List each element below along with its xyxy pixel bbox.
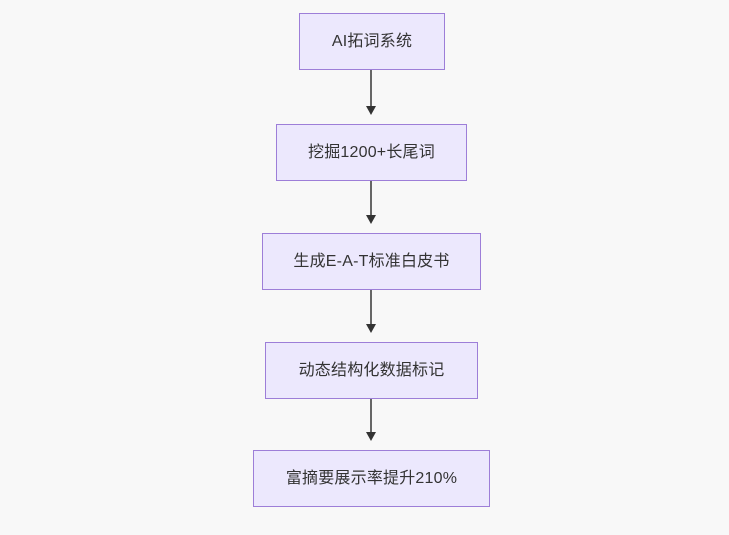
flowchart-node-label: AI拓词系统 [331,32,413,50]
flowchart-node-n5[interactable]: 富摘要展示率提升210% [253,450,490,507]
arrow-head-icon [366,215,376,224]
arrow-head-icon [366,106,376,115]
edge-line [370,399,372,433]
flowchart-node-label: 挖掘1200+长尾词 [308,143,435,161]
edge-line [370,70,372,107]
flowchart-node-label: 生成E-A-T标准白皮书 [293,252,450,270]
flowchart-node-label: 富摘要展示率提升210% [285,469,458,487]
flowchart-node-label: 动态结构化数据标记 [298,361,445,379]
flowchart-node-n2[interactable]: 挖掘1200+长尾词 [276,124,467,181]
flowchart-node-n4[interactable]: 动态结构化数据标记 [265,342,478,399]
edge-line [370,181,372,216]
edge-line [370,290,372,325]
flowchart-node-n1[interactable]: AI拓词系统 [299,13,445,70]
flowchart-node-n3[interactable]: 生成E-A-T标准白皮书 [262,233,481,290]
arrow-head-icon [366,324,376,333]
arrow-head-icon [366,432,376,441]
